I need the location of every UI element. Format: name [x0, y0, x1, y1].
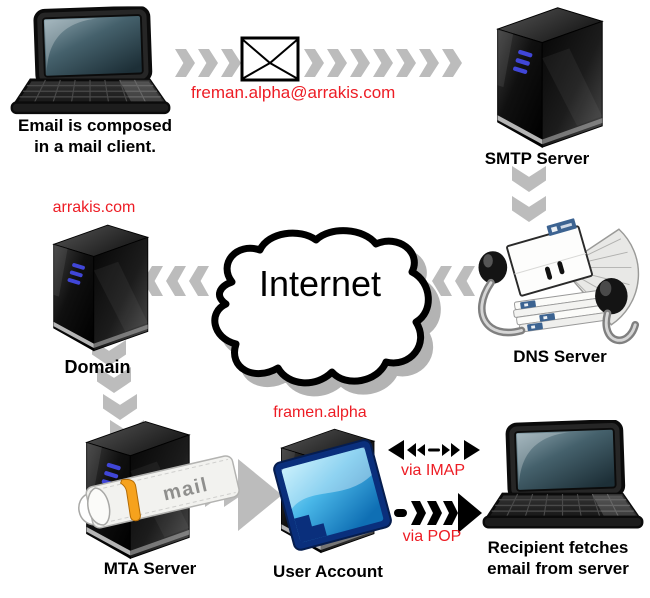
- arrow-chain-laptop-to-envelope: [175, 49, 241, 77]
- dns-server-label: DNS Server: [513, 347, 607, 366]
- mail-slot-icon: mail: [78, 455, 240, 529]
- chevron-right-icon: [327, 49, 347, 77]
- sender-caption: Email is composed in a mail client.: [5, 116, 185, 157]
- chevron-right-icon: [373, 49, 393, 77]
- envelope-icon: [240, 36, 300, 82]
- dns-rolodex-icon: [478, 218, 640, 345]
- imap-arrow-icon: [388, 440, 480, 460]
- folder-icon: [273, 439, 392, 551]
- email-address-label: freman.alpha@arrakis.com: [191, 83, 396, 102]
- chevron-right-icon: [198, 49, 218, 77]
- domain-name-label: arrakis.com: [52, 199, 136, 216]
- recipient-caption-line2: email from server: [487, 558, 629, 578]
- account-name-label: framen.alpha: [273, 404, 367, 421]
- domain-server-icon: [38, 218, 160, 356]
- internet-cloud-icon: [211, 227, 441, 397]
- sender-caption-line1: Email is composed: [18, 116, 172, 135]
- sender-laptop-icon: [8, 6, 173, 118]
- recipient-laptop-icon: [479, 420, 647, 532]
- user-account-label: User Account: [273, 562, 383, 581]
- chevron-right-icon: [175, 49, 195, 77]
- chevron-right-icon: [304, 49, 324, 77]
- chevron-right-icon: [221, 49, 241, 77]
- chevron-right-icon: [350, 49, 370, 77]
- sender-caption-line2: in a mail client.: [34, 136, 156, 156]
- imap-label: via IMAP: [400, 462, 465, 479]
- mta-server-label: MTA Server: [103, 559, 197, 578]
- chevron-right-icon: [396, 49, 416, 77]
- arrow-chain-envelope-to-smtp: [304, 49, 462, 77]
- recipient-caption: Recipient fetches email from server: [468, 538, 648, 579]
- smtp-server-icon: [480, 0, 616, 153]
- chevron-down-icon: [512, 166, 546, 192]
- chevron-left-icon: [166, 266, 186, 296]
- recipient-caption-line1: Recipient fetches: [487, 538, 629, 557]
- internet-label: Internet: [258, 263, 382, 304]
- chevron-right-icon: [442, 49, 462, 77]
- pop-arrow-icon: [394, 493, 482, 533]
- domain-server-label: Domain: [64, 357, 131, 377]
- arrow-chain-smtp-to-dns: [512, 166, 546, 222]
- chevron-right-icon: [419, 49, 439, 77]
- pop-label: via POP: [402, 528, 462, 545]
- smtp-server-label: SMTP Server: [484, 149, 590, 168]
